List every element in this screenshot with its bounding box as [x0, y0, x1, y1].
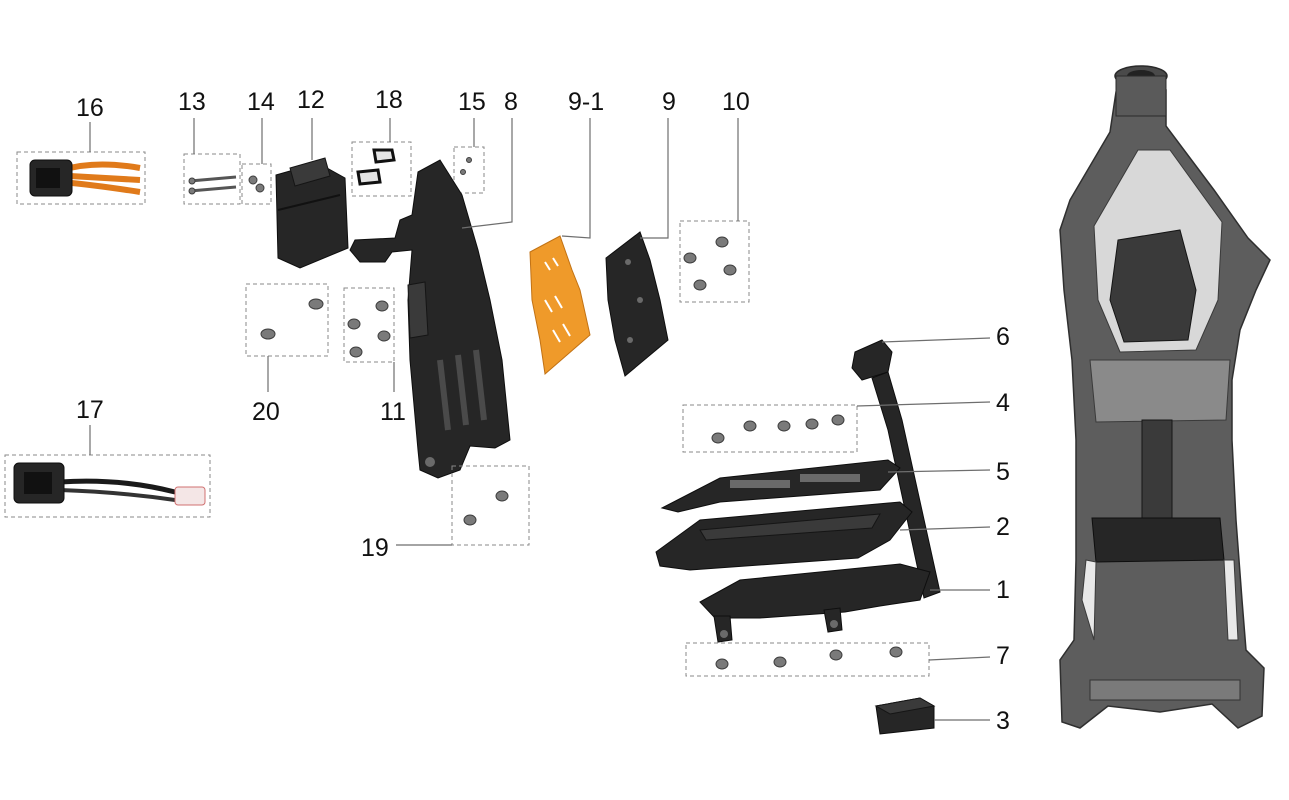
- part-20-screws: [245, 283, 329, 392]
- part-15-box: [453, 146, 485, 194]
- part-10-box: [679, 220, 750, 303]
- label-9: 9: [662, 88, 676, 116]
- part-8-bracket: [349, 118, 513, 479]
- label-11: 11: [380, 398, 406, 426]
- label-17: 17: [76, 396, 104, 424]
- part-12-controller: [275, 118, 349, 269]
- label-1: 1: [996, 576, 1010, 604]
- label-16: 16: [76, 94, 104, 122]
- part-14-nuts: [241, 118, 272, 205]
- label-3: 3: [996, 707, 1010, 735]
- part-20-box: [245, 283, 329, 357]
- part-4-box: [682, 404, 858, 453]
- label-2: 2: [996, 513, 1010, 541]
- label-12: 12: [297, 86, 325, 114]
- part-14-box: [241, 163, 272, 205]
- part-19-screws: [396, 465, 530, 546]
- part-3-rubber-block: [874, 697, 990, 735]
- part-9-black-plate: [605, 118, 669, 377]
- part-13-bolts: [183, 118, 241, 205]
- label-18: 18: [375, 86, 403, 114]
- part-16-connector: [16, 122, 146, 205]
- part-16-box: [16, 151, 146, 205]
- part-15-small-nuts: [453, 118, 485, 194]
- label-4: 4: [996, 389, 1010, 417]
- part-10-screws: [679, 118, 750, 303]
- part-6-post-top: [851, 337, 991, 599]
- part-11-box: [343, 287, 395, 363]
- part-9-1-orange-plate: [529, 118, 591, 375]
- label-5: 5: [996, 458, 1010, 486]
- label-13: 13: [178, 88, 206, 116]
- label-8: 8: [504, 88, 518, 116]
- label-19: 19: [361, 534, 389, 562]
- part-2-battery-tray: [655, 501, 991, 571]
- part-1-base-plate: [699, 563, 990, 643]
- label-10: 10: [722, 88, 750, 116]
- part-4-screws: [682, 401, 991, 453]
- label-15: 15: [458, 88, 486, 116]
- part-18-clips: [351, 118, 412, 197]
- label-6: 6: [996, 323, 1010, 351]
- part-17-switch-harness: [4, 425, 211, 518]
- label-14: 14: [247, 88, 275, 116]
- part-5-top-plate: [660, 459, 991, 513]
- part-18-box: [351, 141, 412, 197]
- callout-labels: 16 17 13 14 12 18 15 8 9-1 9 10 20 11 19…: [76, 86, 1010, 735]
- part-7-screws: [685, 642, 991, 677]
- part-13-box: [183, 153, 241, 205]
- label-9-1: 9-1: [568, 88, 604, 116]
- label-7: 7: [996, 642, 1010, 670]
- part-19-box: [451, 465, 530, 546]
- frame-assembly: [1059, 65, 1271, 729]
- label-20: 20: [252, 398, 280, 426]
- part-11-screws: [343, 287, 395, 392]
